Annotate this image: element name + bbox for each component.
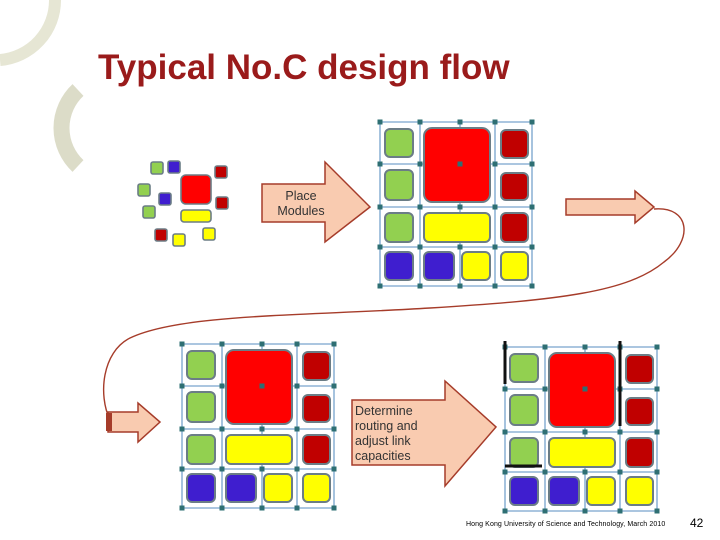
routing-label: Determine routing and adjust link capaci… (355, 404, 418, 463)
routing-arrow (351, 379, 498, 489)
footer-text: Hong Kong University of Science and Tech… (466, 521, 666, 528)
right-arrow-top (565, 189, 656, 225)
flow-connector (102, 208, 685, 421)
placed-mesh-top (376, 118, 536, 290)
adjusted-links (503, 341, 622, 468)
place-modules-arrow (261, 160, 372, 244)
page-number: 42 (690, 516, 704, 530)
right-arrow-bottom (107, 401, 162, 444)
routed-mesh-bottom-right (501, 343, 661, 515)
place-modules-label: Place Modules (277, 189, 325, 218)
arrow-tail-mark (106, 413, 112, 431)
unplaced-modules (137, 160, 229, 247)
decorative-arcs (0, 0, 84, 172)
placed-mesh-bottom-left (178, 340, 338, 512)
slide-title: Typical No.C design flow (98, 48, 510, 87)
